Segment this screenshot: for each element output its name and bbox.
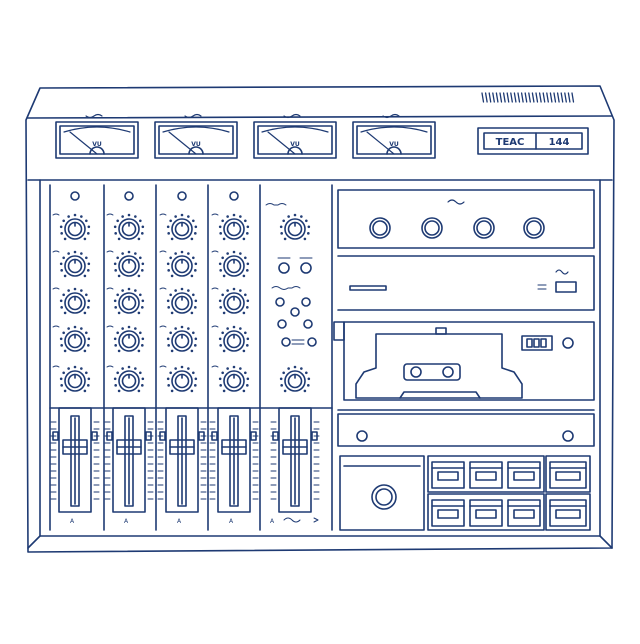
rotary-knob-icon (59, 365, 91, 393)
rotary-knob-icon (166, 250, 198, 278)
rotary-knob-icon (166, 325, 198, 353)
input-jack-icon (70, 191, 80, 201)
rotary-knob-icon (113, 365, 145, 393)
transport-key-icon (469, 499, 503, 527)
rotary-knob-icon (218, 325, 250, 353)
fader-icon (104, 407, 154, 513)
rotary-knob-icon (218, 365, 250, 393)
model-number: 144 (549, 137, 570, 148)
rotary-knob-icon (59, 325, 91, 353)
rotary-knob-icon (113, 213, 145, 241)
fader-icon (270, 407, 320, 513)
fader-label-2: A (124, 518, 129, 525)
transport-key-icon (431, 499, 465, 527)
tape-side-tab-icon (333, 321, 345, 341)
trim-cluster-icon (275, 297, 317, 347)
input-jack-icon (229, 191, 239, 201)
rotary-knob-icon (113, 250, 145, 278)
cassette-icon (355, 327, 523, 399)
transport-key-icon (507, 499, 541, 527)
rotary-knob-icon (59, 287, 91, 315)
master-knob-icon (279, 213, 311, 241)
master-strip (265, 203, 320, 523)
channel-strip-1 (50, 191, 100, 513)
fader-icon (50, 407, 100, 513)
deck-knob-icon (473, 217, 495, 239)
master-output-knob-icon (371, 484, 397, 510)
rotary-knob-icon (166, 287, 198, 315)
pitch-slider-icon (349, 285, 387, 291)
tape-counter-icon (521, 335, 553, 351)
transport-key-icon (431, 461, 465, 489)
fader-icon (209, 407, 259, 513)
input-jack-icon (124, 191, 134, 201)
vu-meter-icon (55, 113, 139, 159)
deck-knob-icon (421, 217, 443, 239)
vu-meter-bank: VU VU VU VU (55, 113, 436, 159)
transport-keys (427, 455, 591, 531)
vu-meter-icon (253, 113, 337, 159)
master-knob-icon (279, 365, 311, 393)
master-fader-label: A (270, 518, 275, 525)
meter-label-3: VU (290, 141, 300, 148)
deck-knob-icon (369, 217, 391, 239)
rotary-knob-icon (113, 325, 145, 353)
fader-label-1: A (70, 518, 75, 525)
selector-button-icon (278, 262, 290, 274)
fader-icon (157, 407, 207, 513)
transport-key-icon (507, 461, 541, 489)
transport-key-icon (469, 461, 503, 489)
selector-button-icon (300, 262, 312, 274)
channel-strips (50, 191, 259, 513)
channel-strip-3 (157, 191, 207, 513)
channel-strip-4 (209, 191, 259, 513)
vu-meter-icon (352, 113, 436, 159)
meter-label-2: VU (191, 141, 201, 148)
input-jack-icon (177, 191, 187, 201)
rotary-knob-icon (166, 365, 198, 393)
tape-deck-section (333, 189, 595, 531)
deck-knob-icon (523, 217, 545, 239)
brand-logo: TEAC (496, 137, 525, 148)
mixer-section (49, 184, 333, 531)
channel-strip-2 (104, 191, 154, 513)
fader-label-4: A (229, 518, 234, 525)
meter-label-4: VU (389, 141, 399, 148)
vu-meter-icon (154, 113, 238, 159)
vent-grille (481, 92, 575, 103)
rotary-knob-icon (59, 250, 91, 278)
transport-key-icon (549, 499, 587, 527)
fader-label-3: A (177, 518, 182, 525)
meter-label-1: VU (92, 141, 102, 148)
rotary-knob-icon (166, 213, 198, 241)
rotary-knob-icon (59, 213, 91, 241)
counter-reset-icon (562, 337, 574, 349)
rotary-knob-icon (218, 213, 250, 241)
rotary-knob-icon (218, 287, 250, 315)
indicator-button-icon (555, 281, 577, 293)
rotary-knob-icon (113, 287, 145, 315)
rotary-knob-icon (218, 250, 250, 278)
transport-key-icon (549, 461, 587, 489)
brand-badge: TEAC 144 (477, 127, 589, 155)
device-body (25, 85, 615, 553)
